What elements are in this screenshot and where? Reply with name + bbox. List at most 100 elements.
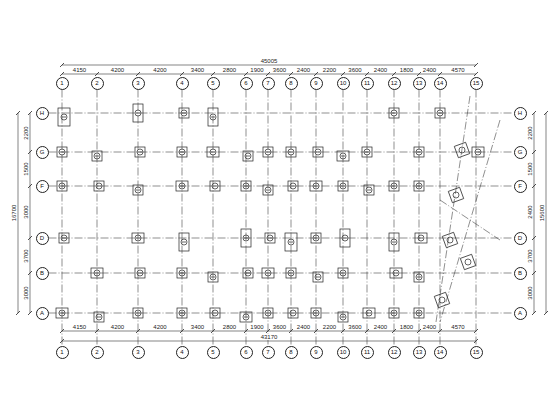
axis-line <box>440 90 441 346</box>
axis-bubble: 3 <box>132 77 145 90</box>
pile-cap <box>460 254 475 269</box>
axis-line <box>476 90 477 346</box>
dimension-text: 1500 <box>23 161 29 176</box>
dimension-text: 3400 <box>190 324 205 330</box>
axis-bubble: 9 <box>310 77 323 90</box>
axis-bubble: F <box>36 180 49 193</box>
axis-number: 6 <box>244 80 247 86</box>
dimension-text: 4570 <box>450 67 465 73</box>
axis-number: 4 <box>180 349 183 355</box>
dimension-text: 16700 <box>11 204 17 223</box>
skew-axis <box>440 120 500 322</box>
axis-bubble: 5 <box>207 77 220 90</box>
axis-number: 11 <box>364 80 370 86</box>
axis-number: 1 <box>60 349 63 355</box>
axis-line <box>138 90 139 346</box>
axis-number: 14 <box>437 80 444 86</box>
axis-bubble: 1 <box>56 346 69 359</box>
dimension-text: 3000 <box>23 204 29 219</box>
dimension-text: 2200 <box>23 125 29 140</box>
dimension-text: 4200 <box>110 324 125 330</box>
axis-number: 1 <box>60 80 63 86</box>
axis-line <box>97 90 98 346</box>
dimension-tick <box>532 311 536 315</box>
axis-bubble: G <box>36 146 49 159</box>
dimension-tick <box>28 236 32 240</box>
axis-number: 12 <box>391 349 398 355</box>
axis-bubble: 2 <box>91 77 104 90</box>
axis-number: H <box>518 110 522 116</box>
axis-bubble: 8 <box>285 346 298 359</box>
axis-number: D <box>518 235 522 241</box>
dimension-text: 3600 <box>347 67 362 73</box>
pile-mark <box>136 190 140 191</box>
dimension-text: 3700 <box>527 248 533 263</box>
axis-bubble: H <box>36 107 49 120</box>
dimension-tick <box>289 72 293 76</box>
dimension-tick <box>438 72 442 76</box>
axis-number: 12 <box>391 80 398 86</box>
axis-line <box>268 90 269 346</box>
dimension-text: 1800 <box>399 324 414 330</box>
dimension-text: 1800 <box>399 67 414 73</box>
dimension-text: 3000 <box>527 285 533 300</box>
dimension-text: 3700 <box>23 248 29 263</box>
axis-bubble: 15 <box>470 77 483 90</box>
axis-line <box>316 90 317 346</box>
dimension-tick <box>28 271 32 275</box>
axis-number: A <box>40 310 44 316</box>
axis-bubble: 5 <box>207 346 220 359</box>
axis-number: B <box>518 270 522 276</box>
axis-bubble: 12 <box>388 346 401 359</box>
axis-number: 4 <box>180 80 183 86</box>
dimension-tick <box>532 236 536 240</box>
axis-number: 9 <box>314 349 317 355</box>
axis-bubble: 6 <box>240 77 253 90</box>
dimension-tick <box>244 72 248 76</box>
axis-bubble: 2 <box>91 346 104 359</box>
axis-line <box>182 90 183 346</box>
axis-number: 3 <box>136 80 139 86</box>
dimension-text: 2200 <box>322 324 337 330</box>
axis-number: 15 <box>473 80 480 86</box>
dimension-tick <box>314 72 318 76</box>
axis-number: 2 <box>95 80 98 86</box>
dimension-tick <box>28 111 32 115</box>
dimension-text: 4200 <box>110 67 125 73</box>
dimension-text: 4150 <box>72 324 87 330</box>
axis-line <box>49 152 514 153</box>
dimension-text: 4150 <box>72 67 87 73</box>
axis-bubble: D <box>514 232 527 245</box>
dimension-line <box>30 113 31 313</box>
pile-cap <box>243 151 253 161</box>
dimension-tick <box>136 72 140 76</box>
axis-number: 6 <box>244 349 247 355</box>
axis-bubble: 1 <box>56 77 69 90</box>
dimension-text: 1500 <box>527 161 533 176</box>
dimension-tick <box>266 72 270 76</box>
dimension-text: 15600 <box>539 204 545 223</box>
dimension-tick <box>16 311 20 315</box>
pile-mark <box>62 117 66 118</box>
axis-line <box>49 313 514 314</box>
axis-bubble: 13 <box>413 77 426 90</box>
axis-line <box>343 90 344 346</box>
axis-number: A <box>518 310 522 316</box>
pile-mark <box>97 317 101 318</box>
pile-cap <box>434 292 449 307</box>
dimension-tick <box>95 72 99 76</box>
dimension-tick <box>28 184 32 188</box>
axis-number: F <box>40 183 44 189</box>
axis-bubble: 7 <box>262 346 275 359</box>
pile-mark <box>367 190 371 191</box>
axis-number: 10 <box>340 349 347 355</box>
dimension-line <box>62 65 476 66</box>
dimension-text: 1900 <box>249 324 264 330</box>
dimension-tick <box>60 72 64 76</box>
axis-bubble: 11 <box>361 346 374 359</box>
axis-bubble: A <box>36 307 49 320</box>
pile <box>453 192 459 198</box>
axis-bubble: 4 <box>176 77 189 90</box>
